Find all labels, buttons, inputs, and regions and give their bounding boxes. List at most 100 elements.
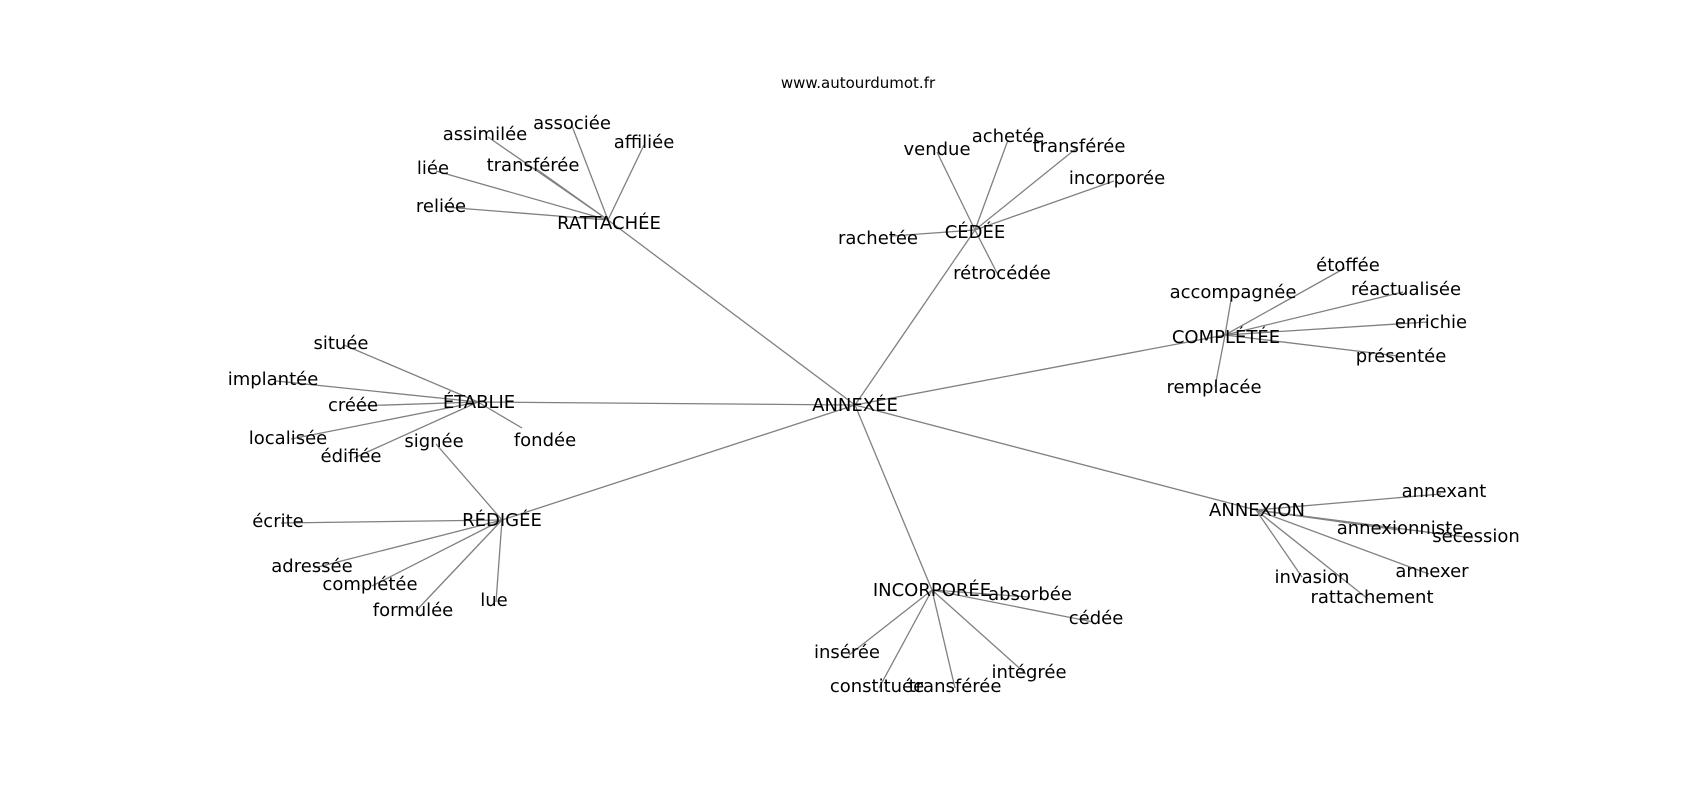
edge-hub-word xyxy=(1224,267,1346,336)
edge-center-hub xyxy=(477,401,856,406)
word-node: implantée xyxy=(228,369,319,390)
edge-hub-word xyxy=(443,206,609,221)
word-node: insérée xyxy=(814,642,880,663)
edge-hub-word xyxy=(931,589,1094,623)
edge-hub-word xyxy=(313,519,503,569)
word-node: rattachement xyxy=(1310,587,1433,608)
center-node: ANNEXÉE xyxy=(812,394,898,416)
edge-hub-word xyxy=(495,519,503,603)
edge-hub-word xyxy=(371,519,503,587)
edge-center-hub xyxy=(501,404,856,521)
edge-hub-word xyxy=(1255,493,1442,511)
hub-node: ÉTABLIE xyxy=(443,391,515,413)
word-node: invasion xyxy=(1275,567,1350,588)
edge-hub-word xyxy=(1224,291,1404,336)
word-node: rachetée xyxy=(838,228,918,249)
word-node: située xyxy=(314,333,369,354)
edge-hub-word xyxy=(931,589,1027,675)
word-node: accompagnée xyxy=(1170,282,1297,303)
edge-hub-word xyxy=(1224,321,1429,336)
hub-node: RÉDIGÉE xyxy=(462,509,542,531)
site-url: www.autourdumot.fr xyxy=(781,74,936,92)
word-node: cédée xyxy=(1069,608,1124,629)
word-node: fondée xyxy=(514,430,576,451)
word-node: annexer xyxy=(1395,561,1469,582)
edge-center-hub xyxy=(854,229,976,406)
word-node: lue xyxy=(480,590,507,611)
word-node: vendue xyxy=(903,139,970,160)
edge-hub-word xyxy=(435,443,503,521)
word-node: transférée xyxy=(487,155,580,176)
edge-hub-word xyxy=(280,519,503,524)
word-node: constituée xyxy=(830,676,924,697)
edge-hub-word xyxy=(435,170,609,221)
word-node: enrichie xyxy=(1395,312,1467,333)
word-node: transférée xyxy=(909,676,1002,697)
word-node: annexionniste xyxy=(1337,518,1464,539)
edge-hub-word xyxy=(931,589,1030,598)
word-node: écrite xyxy=(252,511,304,532)
edge-hub-word xyxy=(1255,509,1369,600)
edge-hub-word xyxy=(534,167,609,221)
edge-hub-word xyxy=(1255,509,1430,575)
edge-hub-word xyxy=(891,229,976,237)
word-node: étoffée xyxy=(1316,255,1380,276)
edge-hub-word xyxy=(974,229,999,276)
word-node: complétée xyxy=(322,574,417,595)
word-node: annexant xyxy=(1402,481,1487,502)
edge-hub-word xyxy=(571,125,609,221)
edge-hub-word xyxy=(1224,293,1233,336)
word-node: formulée xyxy=(373,600,454,621)
edge-hub-word xyxy=(974,180,1115,231)
edge-hub-word xyxy=(477,401,523,429)
word-node: incorporée xyxy=(1069,168,1165,189)
edge-hub-word xyxy=(290,401,479,440)
hub-node: RATTACHÉE xyxy=(557,212,661,234)
word-node: achetée xyxy=(972,126,1045,147)
edge-hub-word xyxy=(936,151,976,231)
word-node: adressée xyxy=(271,556,352,577)
word-node: rétrocédée xyxy=(953,263,1051,284)
edge-center-hub xyxy=(607,219,856,406)
edge-center-hub xyxy=(854,404,933,591)
word-node: localisée xyxy=(249,428,327,449)
word-node: absorbée xyxy=(988,584,1072,605)
edge-hub-word xyxy=(414,519,503,613)
edge-hub-word xyxy=(353,401,479,459)
word-node: liée xyxy=(417,158,449,179)
edge-hub-word xyxy=(974,146,1079,231)
word-node: présentée xyxy=(1356,346,1447,367)
edge-layer xyxy=(275,125,1474,689)
word-node: assimilée xyxy=(443,124,527,145)
edge-hub-word xyxy=(931,589,956,689)
edge-hub-word xyxy=(607,144,645,221)
word-node: associée xyxy=(533,113,611,134)
edge-hub-word xyxy=(1224,334,1399,357)
edge-hub-word xyxy=(1214,334,1226,388)
edge-hub-word xyxy=(1255,509,1303,578)
hub-node: CÉDÉE xyxy=(945,221,1006,243)
hub-node: COMPLÉTÉE xyxy=(1172,326,1280,348)
edge-hub-word xyxy=(275,380,479,403)
word-node: affiliée xyxy=(614,132,675,153)
hub-node: INCORPORÉE xyxy=(873,579,991,601)
hub-node: ANNEXION xyxy=(1209,500,1305,521)
word-node: intégrée xyxy=(991,662,1066,683)
edge-hub-word xyxy=(848,589,933,656)
word-node: transférée xyxy=(1033,136,1126,157)
word-node: créée xyxy=(328,395,378,416)
edge-hub-word xyxy=(1255,509,1474,539)
edge-center-hub xyxy=(854,334,1226,406)
label-layer: www.autourdumot.fr ANNEXÉE RATTACHÉE assi… xyxy=(228,74,1520,697)
edge-center-hub xyxy=(854,404,1257,511)
edge-hub-word xyxy=(343,344,479,403)
edge-hub-word xyxy=(878,589,933,689)
edge-hub-word xyxy=(355,401,479,407)
word-node: édifiée xyxy=(321,446,382,467)
word-node: remplacée xyxy=(1166,377,1261,398)
word-node: réactualisée xyxy=(1351,279,1461,300)
word-node: reliée xyxy=(416,196,466,217)
edge-hub-word xyxy=(974,139,1009,231)
